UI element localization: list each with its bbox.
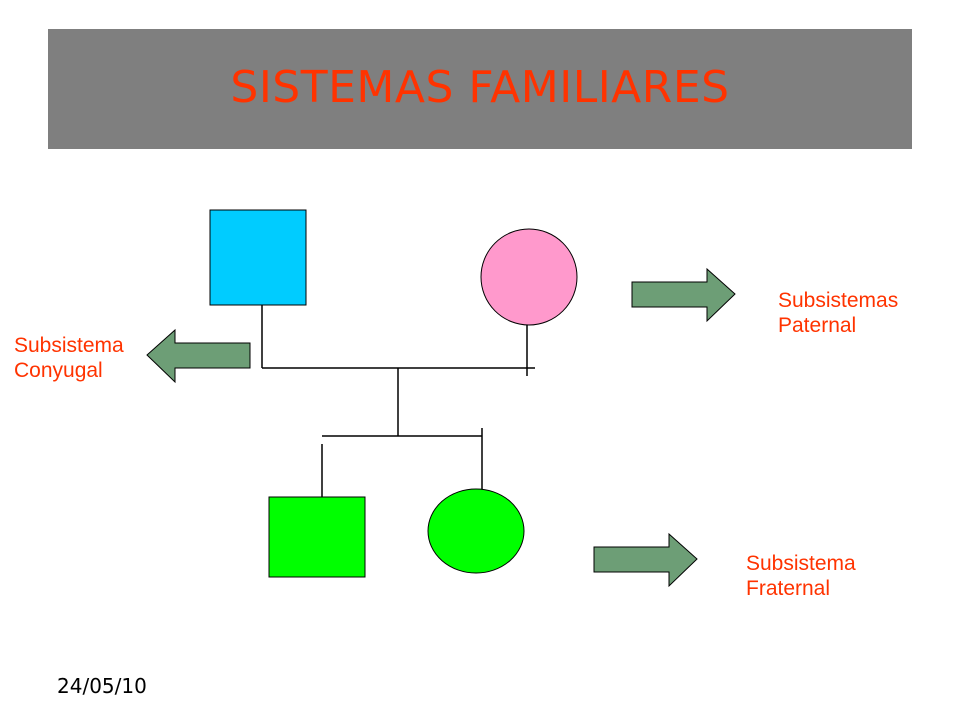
mother-circle xyxy=(480,228,578,326)
slide-title: SISTEMAS FAMILIARES xyxy=(230,62,730,113)
label-paternal-line1: Subsistemas xyxy=(778,289,899,312)
father-square xyxy=(209,209,307,306)
paternal-arrow xyxy=(631,267,736,323)
label-subsistema-conyugal: Subsistema Conyugal xyxy=(14,333,124,383)
fraternal-arrow xyxy=(593,532,698,588)
son-square xyxy=(268,496,366,578)
daughter-circle xyxy=(427,488,525,574)
label-fraternal-line2: Fraternal xyxy=(746,577,831,600)
label-conyugal-line1: Subsistema xyxy=(14,334,124,357)
footer-date: 24/05/10 xyxy=(57,674,147,698)
label-subsistema-fraternal: Subsistema Fraternal xyxy=(746,551,856,601)
label-subsistemas-paternal: Subsistemas Paternal xyxy=(778,288,898,338)
label-conyugal-line2: Conyugal xyxy=(14,359,103,382)
title-bar xyxy=(48,29,912,149)
label-paternal-line2: Paternal xyxy=(778,314,857,337)
conyugal-arrow xyxy=(146,328,251,384)
label-fraternal-line1: Subsistema xyxy=(746,552,856,575)
